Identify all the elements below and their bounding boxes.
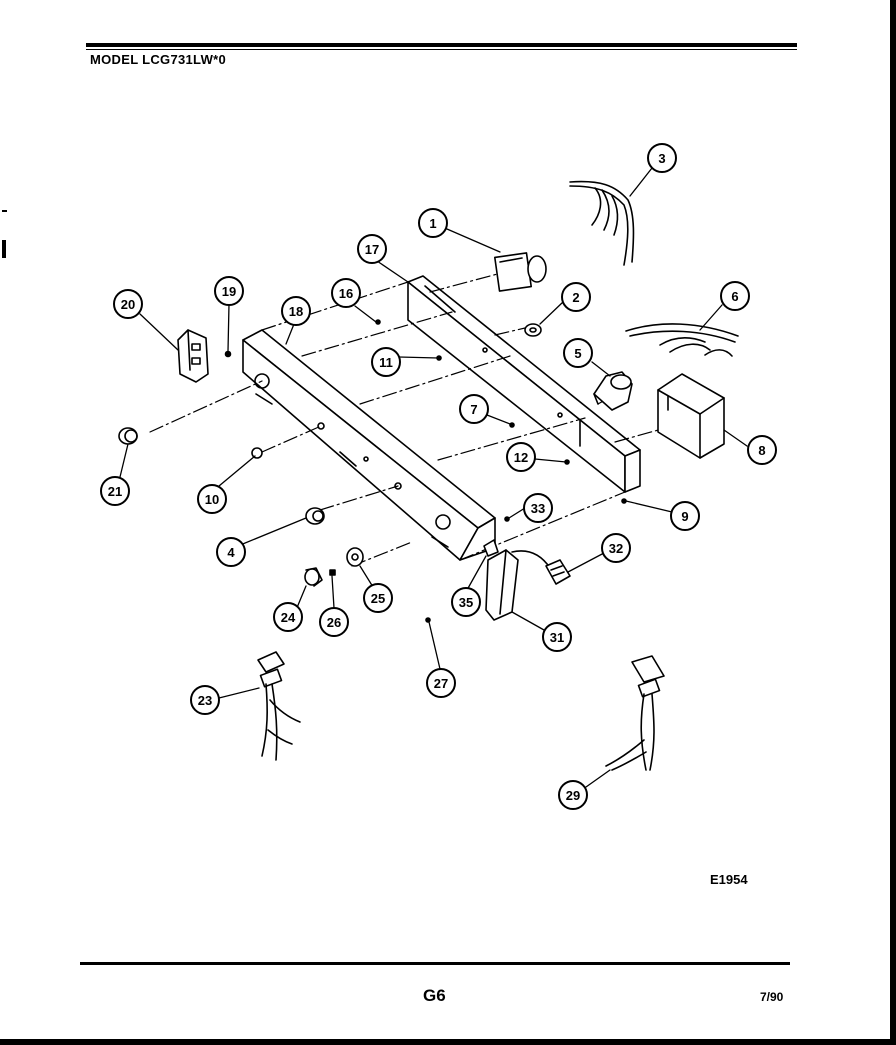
callout-32: 32 — [601, 533, 631, 563]
wire-harness-23 — [257, 651, 301, 761]
callout-number: 2 — [572, 290, 579, 305]
callout-27: 27 — [426, 668, 456, 698]
callout-21: 21 — [100, 476, 130, 506]
callout-3: 3 — [647, 143, 677, 173]
callout-number: 26 — [327, 615, 341, 630]
scan-mark — [2, 210, 7, 212]
callout-number: 20 — [121, 297, 135, 312]
header-rule-thin — [86, 49, 797, 50]
control-panel-18 — [242, 329, 496, 561]
callout-number: 33 — [531, 501, 545, 516]
callout-29: 29 — [558, 780, 588, 810]
callout-1: 1 — [418, 208, 448, 238]
callout-number: 12 — [514, 450, 528, 465]
knob-24 — [304, 567, 323, 587]
nut-26 — [329, 569, 336, 576]
callout-18: 18 — [281, 296, 311, 326]
callout-24: 24 — [273, 602, 303, 632]
wire-harness-3 — [569, 180, 635, 266]
callout-number: 21 — [108, 484, 122, 499]
callout-16: 16 — [331, 278, 361, 308]
screw-27 — [425, 617, 431, 623]
callout-number: 35 — [459, 595, 473, 610]
callout-11: 11 — [371, 347, 401, 377]
callout-35: 35 — [451, 587, 481, 617]
washer-25 — [346, 547, 364, 567]
callout-number: 29 — [566, 788, 580, 803]
callout-number: 23 — [198, 693, 212, 708]
callout-6: 6 — [720, 281, 750, 311]
callout-number: 18 — [289, 304, 303, 319]
callout-9: 9 — [670, 501, 700, 531]
callout-number: 32 — [609, 541, 623, 556]
scan-mark — [2, 240, 6, 258]
callout-number: 6 — [731, 289, 738, 304]
page-frame-right — [890, 0, 896, 1045]
page-frame-bottom — [0, 1039, 896, 1045]
callout-number: 11 — [379, 355, 393, 370]
callout-17: 17 — [357, 234, 387, 264]
callout-7: 7 — [459, 394, 489, 424]
callout-number: 3 — [658, 151, 665, 166]
screw-7 — [509, 422, 515, 428]
header-rule — [86, 43, 797, 47]
knob-21 — [118, 427, 138, 445]
callout-number: 24 — [281, 610, 296, 625]
callout-33: 33 — [523, 493, 553, 523]
knob-4 — [305, 507, 325, 525]
callout-25: 25 — [363, 583, 393, 613]
model-number: MODEL LCG731LW*0 — [90, 52, 227, 67]
callout-8: 8 — [747, 435, 777, 465]
callout-number: 17 — [365, 242, 379, 257]
bushing-10 — [251, 447, 263, 459]
callout-number: 19 — [222, 284, 236, 299]
callout-number: 4 — [227, 545, 235, 560]
revision-date: 7/90 — [760, 990, 784, 1004]
callout-23: 23 — [190, 685, 220, 715]
callout-2: 2 — [561, 282, 591, 312]
switch-20 — [177, 329, 209, 383]
callout-26: 26 — [319, 607, 349, 637]
screw-19 — [224, 350, 232, 358]
callout-5: 5 — [563, 338, 593, 368]
callout-10: 10 — [197, 484, 227, 514]
screw-33 — [504, 516, 510, 522]
callout-number: 27 — [434, 676, 448, 691]
callout-12: 12 — [506, 442, 536, 472]
callout-number: 8 — [758, 443, 765, 458]
door-switch-31 — [485, 549, 551, 621]
transformer-8 — [657, 373, 725, 459]
wire-harness-6 — [625, 323, 739, 357]
diagram-code: E1954 — [710, 872, 748, 887]
callout-number: 25 — [371, 591, 385, 606]
footer-rule — [80, 962, 790, 965]
knob-2 — [524, 323, 542, 337]
callout-number: 5 — [574, 346, 581, 361]
callout-number: 7 — [470, 402, 477, 417]
callout-19: 19 — [214, 276, 244, 306]
callout-number: 1 — [429, 216, 436, 231]
callout-31: 31 — [542, 622, 572, 652]
callout-4: 4 — [216, 537, 246, 567]
connector-32 — [545, 559, 571, 585]
callout-number: 10 — [205, 492, 219, 507]
buzzer-5 — [593, 371, 633, 411]
leader-lines — [119, 167, 748, 788]
page-number: G6 — [423, 986, 446, 1005]
wire-harness-29 — [605, 655, 665, 771]
callout-number: 9 — [681, 509, 688, 524]
rear-bracket-17 — [407, 275, 641, 493]
callout-20: 20 — [113, 289, 143, 319]
clip-35 — [483, 539, 499, 557]
timer-1 — [493, 252, 547, 292]
callout-number: 16 — [339, 286, 353, 301]
callout-number: 31 — [550, 630, 564, 645]
